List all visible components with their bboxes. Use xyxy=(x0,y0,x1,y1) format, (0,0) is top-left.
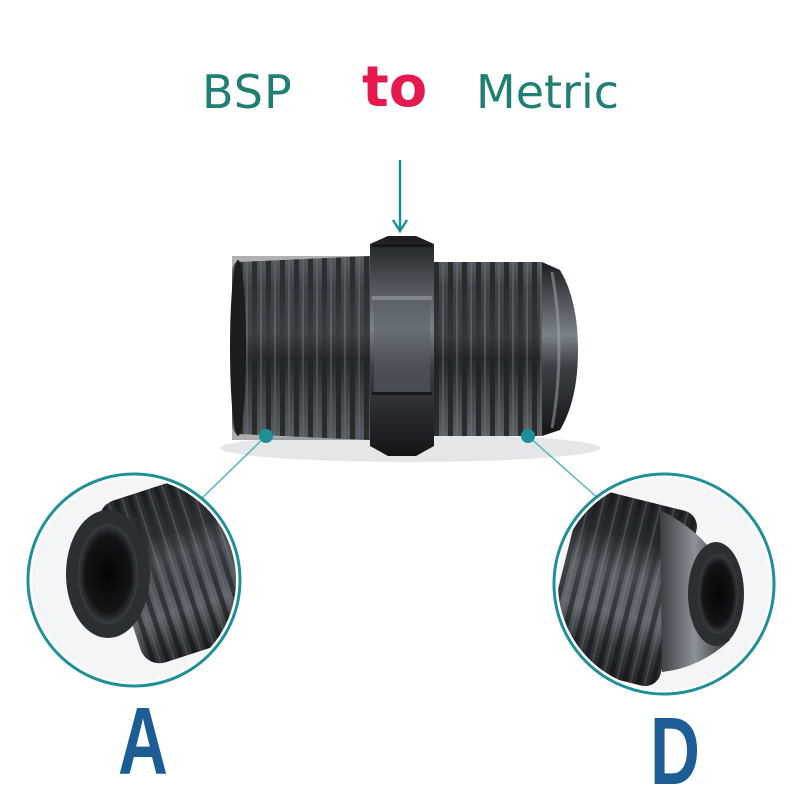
down-arrow-icon xyxy=(391,160,409,234)
zoom-circle-d xyxy=(552,472,776,696)
callout-lines xyxy=(199,435,601,501)
title-banner: BSP to Metric xyxy=(0,52,800,132)
title-bsp: BSP xyxy=(202,65,293,119)
hex-nut xyxy=(370,236,434,456)
bsp-thread-section xyxy=(230,256,372,440)
zoom-circle-a xyxy=(26,472,242,688)
label-d: D xyxy=(650,698,700,805)
callout-dot-right xyxy=(521,429,535,443)
label-a: A xyxy=(118,688,168,795)
title-metric: Metric xyxy=(476,65,620,119)
metric-thread-section xyxy=(434,262,578,436)
title-to: to xyxy=(362,55,428,120)
callout-dot-left xyxy=(259,429,273,443)
